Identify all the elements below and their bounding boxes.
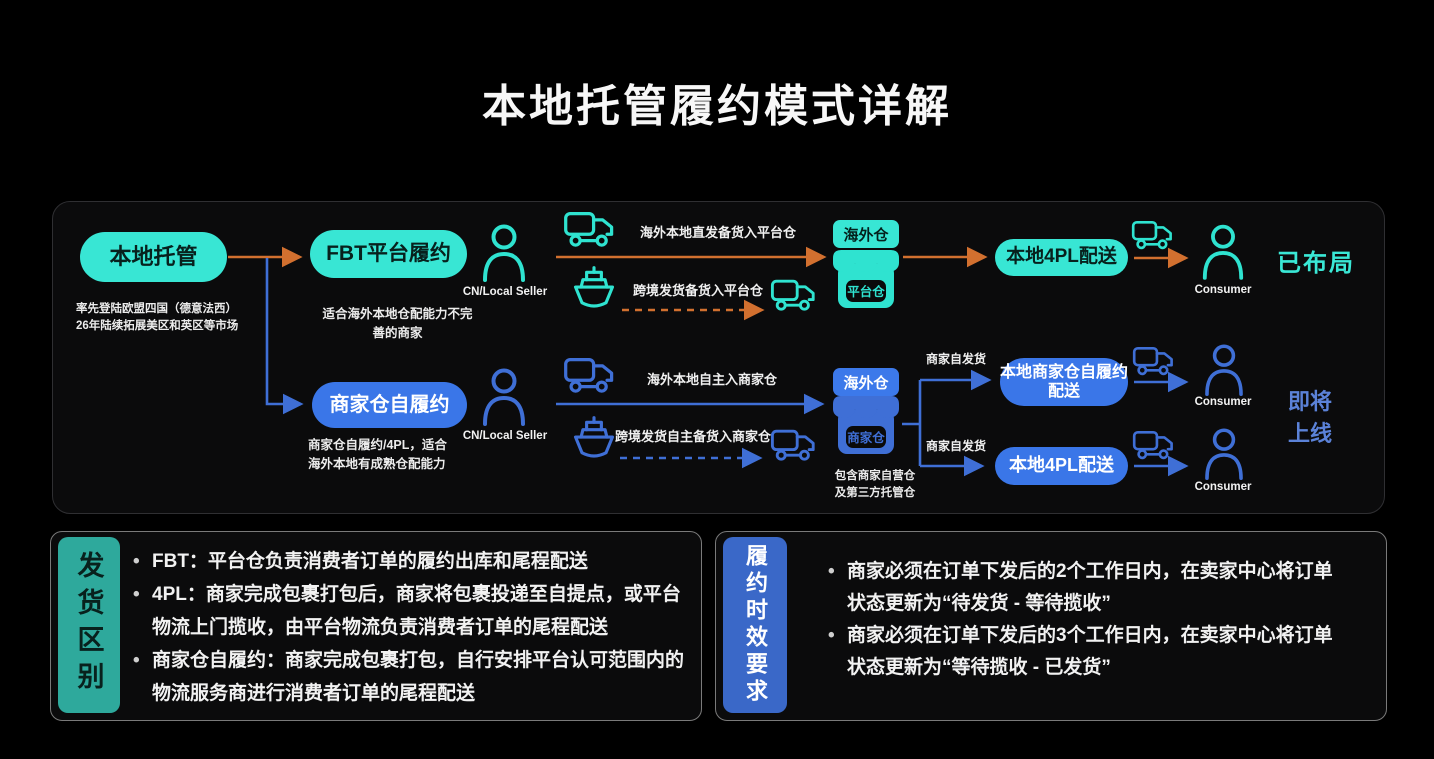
overseas-warehouse-tag: 海外仓: [833, 368, 899, 396]
merchant-note: 商家仓自履约/4PL，适合 海外本地有成熟仓配能力: [308, 438, 447, 471]
fork-label-self-ship: 商家自发货: [925, 439, 986, 453]
route-merchant-direct-label: 海外本地自主入商家仓: [646, 372, 777, 387]
seller-person-icon: [480, 224, 528, 282]
list-item: 4PL：商家完成包裹打包后，商家将包裹投递至自提点，或平台物流上门揽收，由平台物…: [130, 578, 686, 644]
node-merchant-self-fulfillment: 商家仓自履约: [312, 382, 467, 428]
store-label: 商家仓: [847, 430, 885, 445]
fork-label-self-ship: 商家自发货: [925, 352, 986, 366]
node-fbt-fulfillment: FBT平台履约: [310, 230, 467, 278]
route-fbt-direct-label: 海外本地直发备货入平台仓: [639, 225, 796, 240]
consumer-label: Consumer: [1194, 396, 1252, 408]
node-local-4pl-delivery: 本地4PL配送: [995, 239, 1128, 276]
shipping-difference-list: FBT：平台仓负责消费者订单的履约出库和尾程配送 4PL：商家完成包裹打包后，商…: [130, 545, 686, 710]
route-merchant-cross-label: 跨境发货自主备货入商家仓: [614, 429, 771, 444]
truck-icon: [1131, 215, 1175, 253]
list-item: 商家必须在订单下发后的2个工作日内，在卖家中心将订单状态更新为“待发货 - 等待…: [825, 556, 1337, 620]
store-label: 平台仓: [847, 284, 885, 299]
truck-icon: [563, 352, 617, 396]
consumer-person-icon: [1200, 224, 1246, 280]
page-title: 本地托管履约模式详解: [482, 82, 952, 131]
truck-icon: [1132, 426, 1176, 462]
node-merchant-self-delivery: 本地商家仓自履约配送: [1000, 358, 1128, 406]
status-coming-soon: 即将上线: [1287, 389, 1332, 446]
seller-label: CN/Local Seller: [462, 430, 548, 442]
seller-person-icon: [480, 368, 528, 426]
truck-icon: [1132, 342, 1176, 378]
truck-icon: [770, 274, 818, 314]
overseas-warehouse-tag: 海外仓: [833, 220, 899, 248]
truck-icon: [770, 424, 818, 464]
list-item: 商家仓自履约：商家完成包裹打包，自行安排平台认可范围内的物流服务商进行消费者订单…: [130, 644, 686, 710]
node-local-4pl-delivery: 本地4PL配送: [995, 447, 1128, 485]
list-item: FBT：平台仓负责消费者订单的履约出库和尾程配送: [130, 545, 686, 578]
list-item: 商家必须在订单下发后的3个工作日内，在卖家中心将订单状态更新为“等待揽收 - 已…: [825, 620, 1337, 684]
route-fbt-cross-label: 跨境发货备货入平台仓: [632, 283, 763, 298]
fulfillment-sla-tag: 履约时效要求: [723, 537, 787, 713]
consumer-label: Consumer: [1194, 284, 1252, 296]
store-icon: 商家仓: [833, 396, 899, 454]
fbt-note: 适合海外本地仓配能力不完 善的商家: [322, 307, 473, 340]
local-hosting-note: 率先登陆欧盟四国（德意法西） 26年陆续拓展美区和英区等市场: [76, 303, 239, 333]
diagram-panel: [52, 201, 1385, 514]
status-deployed: 已布局: [1277, 250, 1355, 277]
merchant-warehouse-note: 包含商家自营仓 及第三方托管仓: [834, 470, 916, 500]
node-local-hosting: 本地托管: [80, 232, 227, 282]
truck-icon: [563, 206, 617, 250]
store-icon: 平台仓: [833, 250, 899, 308]
consumer-person-icon: [1202, 428, 1246, 480]
seller-label: CN/Local Seller: [462, 286, 548, 298]
consumer-label: Consumer: [1194, 481, 1252, 493]
fulfillment-sla-list: 商家必须在订单下发后的2个工作日内，在卖家中心将订单状态更新为“待发货 - 等待…: [825, 556, 1337, 684]
shipping-difference-tag: 发货区别: [58, 537, 120, 713]
consumer-person-icon: [1202, 344, 1246, 396]
